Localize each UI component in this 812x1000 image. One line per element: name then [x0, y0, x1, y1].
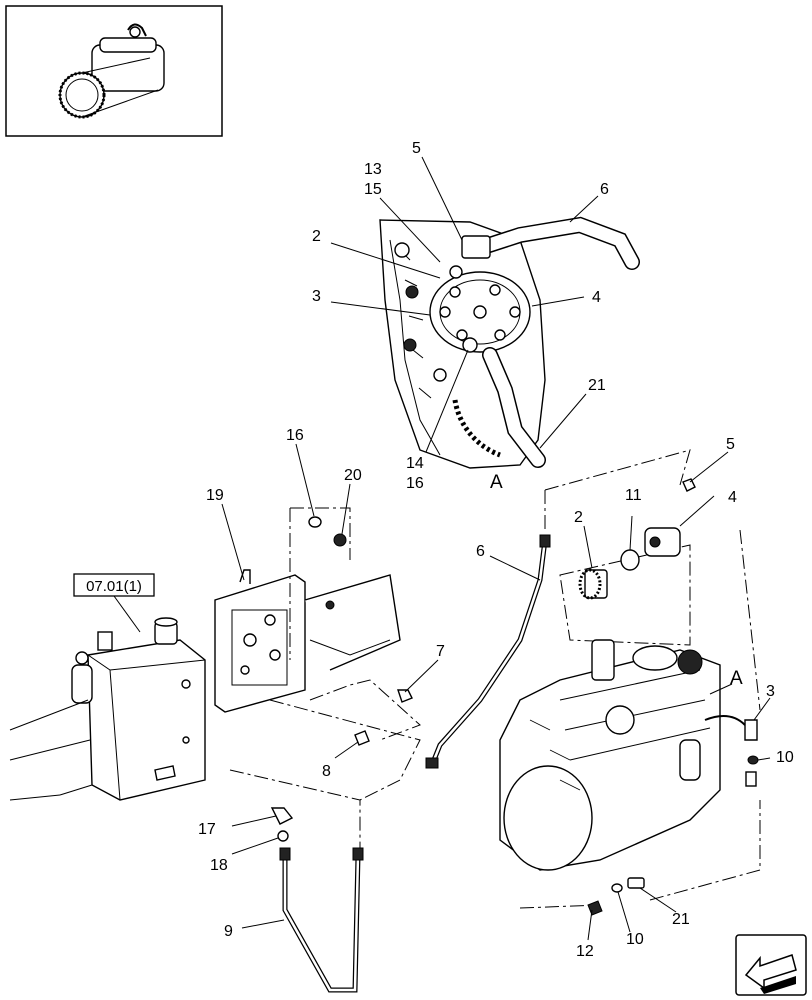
- thumbnail-inset: [5, 5, 223, 137]
- callout-13: 13: [364, 161, 382, 178]
- engine-view-label: A: [730, 668, 743, 689]
- callout-8: 8: [322, 763, 331, 780]
- callout-5-top: 5: [412, 140, 421, 157]
- callout-20: 20: [344, 467, 362, 484]
- callout-10-bottom: 10: [626, 931, 644, 948]
- callout-4-top: 4: [592, 289, 601, 306]
- pump-thumbnail-icon: [58, 23, 165, 119]
- hose-6: [425, 534, 551, 769]
- fittings: [270, 478, 759, 916]
- callout-11: 11: [625, 487, 642, 504]
- reference-box-label: 07.01(1): [86, 578, 142, 595]
- callout-6-top: 6: [600, 181, 609, 198]
- assembly-lines: [229, 449, 761, 909]
- callout-2-top: 2: [312, 228, 321, 245]
- back-arrow-icon[interactable]: [735, 934, 807, 996]
- callout-16-mid: 16: [286, 427, 304, 444]
- callout-9: 9: [224, 923, 233, 940]
- callout-3-top: 3: [312, 288, 321, 305]
- callout-21-bottom: 21: [672, 911, 690, 928]
- callout-7: 7: [436, 643, 445, 660]
- detail-view-label: A: [490, 472, 503, 493]
- callout-3-right: 3: [766, 683, 775, 700]
- hose-9: [279, 847, 364, 993]
- reference-box[interactable]: 07.01(1): [73, 573, 155, 597]
- callout-15: 15: [364, 181, 382, 198]
- detail-view-pump-mount: [379, 216, 640, 469]
- mounting-bracket: [214, 569, 401, 713]
- callout-19: 19: [206, 487, 224, 504]
- callout-10-right: 10: [776, 749, 794, 766]
- gear-2: [578, 568, 608, 600]
- callout-6-mid: 6: [476, 543, 485, 560]
- engine: [499, 639, 746, 871]
- callout-17: 17: [198, 821, 216, 838]
- detail-leaders: [330, 156, 599, 453]
- callout-labels: 5 13 15 6 2 3 4 21 14 16 A 16 20 19 5 4 …: [198, 140, 794, 960]
- pump-body: [429, 265, 531, 353]
- callout-4-right: 4: [728, 489, 737, 506]
- lower-leaders: [221, 443, 771, 941]
- callout-2-right: 2: [574, 509, 583, 526]
- callout-12: 12: [576, 943, 594, 960]
- callout-5-right: 5: [726, 436, 735, 453]
- callout-21-top: 21: [588, 377, 606, 394]
- callout-16-top: 16: [406, 475, 424, 492]
- hydraulic-tank: [9, 617, 206, 801]
- callout-18: 18: [210, 857, 228, 874]
- pump-4: [644, 527, 681, 557]
- callout-14: 14: [406, 455, 424, 472]
